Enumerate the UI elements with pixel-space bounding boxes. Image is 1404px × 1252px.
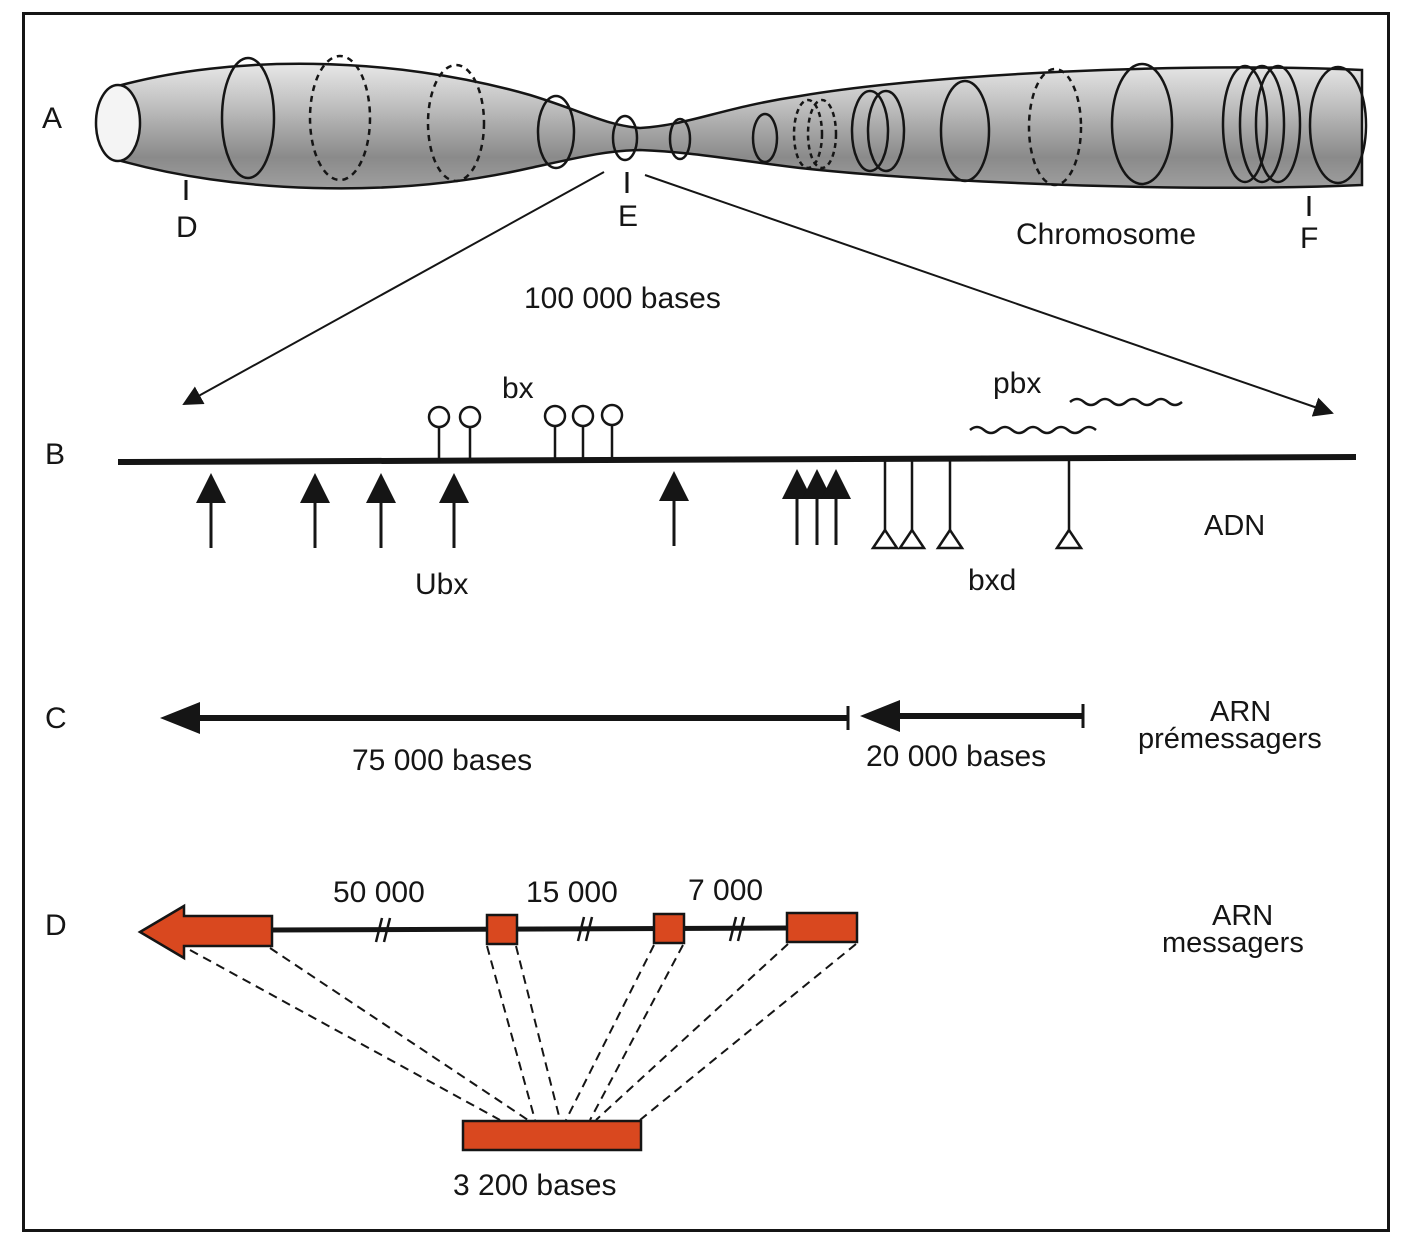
exon-4 (785, 911, 859, 944)
ubx-arrows (196, 469, 851, 548)
mrna-label-line1: ARN (1212, 900, 1273, 932)
exons (137, 903, 859, 1152)
row-label-c: C (45, 702, 67, 735)
intron-breaks (374, 916, 746, 943)
intron-label-3: 7 000 (688, 874, 763, 907)
mrna-label-line2: messagers (1162, 927, 1304, 959)
bxd-label: bxd (968, 564, 1016, 597)
zoom-line-right (644, 174, 1334, 417)
intron-label-1: 50 000 (333, 876, 425, 909)
pbx-wave-lower (969, 425, 1097, 435)
premrna-label-line1: ARN (1210, 696, 1271, 728)
pbx-label: pbx (993, 367, 1041, 400)
premrna-label-line2: prémessagers (1138, 723, 1322, 755)
pbx-wave-upper (1069, 397, 1183, 407)
exon-1-arrow (137, 903, 274, 961)
marker-f-label: F (1300, 222, 1318, 255)
bx-label: bx (502, 372, 534, 405)
marker-e-label: E (618, 200, 638, 233)
intron-label-2: 15 000 (526, 876, 618, 909)
premrna-long-head (160, 702, 200, 734)
splicing-lines (189, 943, 857, 1121)
row-label-d: D (45, 909, 67, 942)
premrna-short-label: 20 000 bases (866, 740, 1046, 773)
ubx-label: Ubx (415, 568, 468, 601)
mrna-backbone (269, 925, 791, 933)
bxd-insertions (870, 459, 1084, 550)
mature-mrna-label: 3 200 bases (453, 1169, 616, 1202)
chromosome (94, 54, 1368, 216)
row-label-b: B (45, 438, 65, 471)
premrna-long-label: 75 000 bases (352, 744, 532, 777)
exon-2 (485, 913, 519, 946)
mature-mrna (461, 1119, 643, 1152)
premrna-short-head (860, 700, 900, 732)
exon-3 (652, 912, 686, 945)
figure-frame (22, 12, 1390, 1232)
chromosome-label: Chromosome (1016, 218, 1196, 251)
zoom-label: 100 000 bases (524, 282, 721, 315)
bx-lollipops (427, 403, 624, 462)
row-label-a: A (42, 102, 62, 135)
dna-line (117, 454, 1357, 465)
marker-d-label: D (176, 211, 198, 244)
dna-label: ADN (1204, 510, 1265, 542)
zoom-line-left (182, 171, 605, 405)
